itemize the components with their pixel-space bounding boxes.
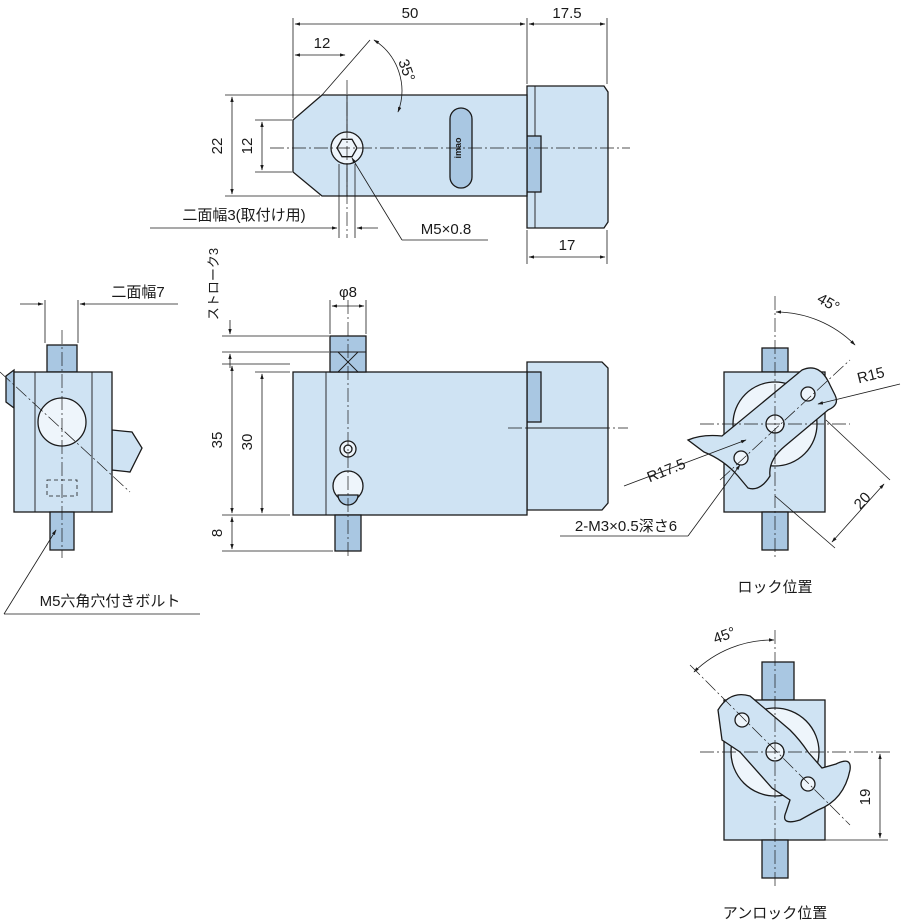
dim-17-5: 17.5	[552, 5, 581, 22]
side-view: 二面幅7 M5六角穴付きボルト	[0, 284, 200, 615]
front-view: ストローク3 φ8 35 30 8	[206, 248, 628, 558]
dim-17: 17	[559, 237, 576, 254]
front-knob-boss	[526, 371, 542, 423]
unlock-pin-top	[761, 661, 795, 701]
top-knob-boss	[526, 135, 542, 193]
dim-angle-35: 35°	[394, 57, 418, 84]
top-knob	[526, 85, 609, 229]
lock-dim-20: 20	[851, 489, 875, 513]
dim-22: 22	[209, 138, 226, 155]
callout-bolt: M5六角穴付きボルト	[40, 593, 181, 610]
lock-dim-r15: R15	[855, 364, 886, 387]
lock-tap-hole-1	[800, 386, 816, 402]
unlock-lever	[717, 693, 851, 823]
side-lever-right	[111, 429, 143, 473]
lock-dim-angle: 45°	[814, 290, 842, 316]
unlock-dim-19: 19	[857, 789, 874, 806]
front-body	[292, 371, 528, 516]
callout-thread: M5×0.8	[421, 221, 471, 238]
dim-12-inner: 12	[239, 138, 256, 155]
dim-flats-7: 二面幅7	[111, 284, 164, 301]
dim-12-tip: 12	[314, 35, 331, 52]
lock-view: 45° R15 R17.5 20 2-M3×0.5深さ6 ロック位置	[560, 290, 901, 596]
unlock-view: 45° 19 アンロック位置	[689, 624, 890, 922]
dim-50: 50	[402, 5, 419, 22]
dim-phi-8: φ8	[339, 284, 357, 301]
lock-caption: ロック位置	[737, 579, 812, 596]
side-lever-left	[5, 368, 15, 410]
unlock-caption: アンロック位置	[723, 905, 827, 922]
dim-35: 35	[209, 432, 226, 449]
dim-stroke: ストローク3	[206, 248, 221, 320]
top-body	[292, 94, 528, 197]
lock-lever	[686, 367, 838, 490]
unlock-dim-angle: 45°	[711, 624, 738, 648]
unlock-tap-hole-2	[800, 776, 816, 792]
lock-callout-tapped: 2-M3×0.5深さ6	[575, 518, 677, 535]
callout-flats-mount: 二面幅3(取付け用)	[182, 207, 305, 224]
dim-30: 30	[239, 434, 256, 451]
lock-dim-r17-5: R17.5	[645, 455, 688, 486]
unlock-tap-hole-1	[734, 712, 750, 728]
dim-8: 8	[209, 529, 226, 537]
top-view: imao 50 17.5 12 35° 22 12 二面幅3(取付け用)	[150, 5, 630, 264]
lock-tap-hole-2	[733, 450, 749, 466]
